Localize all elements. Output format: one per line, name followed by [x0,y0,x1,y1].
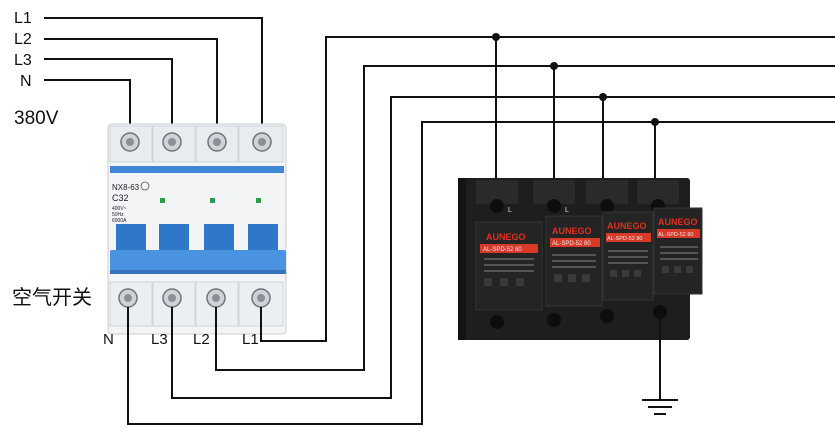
bottom-label-l1: L1 [242,331,259,348]
circuit-breaker: NX8-63 C32 400V~ 50Hz 6000A [107,123,287,335]
breaker-spec-1: 400V~ [112,206,127,212]
spd-module-1: AUNEGO AL-SPD-52 80 [475,221,543,311]
label-l2: L2 [14,31,32,48]
wire-l1-in [44,17,263,140]
label-n: N [20,73,32,90]
junction-l2 [550,62,558,70]
spd-module-4: AUNEGO AL-SPD-52 80 [653,207,703,295]
breaker-name-label: 空气开关 [12,286,92,309]
breaker-rating: C32 [112,193,129,203]
spd-terminal-mark-1: L [508,207,512,214]
junction-l3 [599,93,607,101]
wire-n-out [127,121,835,425]
label-l1: L1 [14,10,32,27]
spd-model-1: AL-SPD-52 80 [483,247,522,253]
spd-brand-2: AUNEGO [552,226,592,236]
wire-n-in [44,79,131,140]
label-l3: L3 [14,52,32,69]
breaker-tie-bar [110,250,286,274]
wire-l3-out [171,96,835,399]
wire-l2-out [215,65,835,371]
bottom-label-l3: L3 [151,331,168,348]
spd-top-terminals [476,180,679,213]
spd-module-3: AUNEGO AL-SPD-52 80 [602,211,654,301]
junction-n [651,118,659,126]
breaker-handles [116,224,278,254]
bottom-label-l2: L2 [193,331,210,348]
spd-brand-4: AUNEGO [658,217,698,227]
spd-brand-3: AUNEGO [607,221,647,231]
surge-protector: L L AUNEGO AL-SPD-52 80 AUNEGO AL-SPD-52… [458,178,703,340]
breaker-spec-3: 6000A [112,218,127,224]
spd-model-2: AL-SPD-52 80 [552,241,591,247]
ground-symbol [642,318,678,415]
wire-l3-in [44,58,173,140]
wire-l2-in [44,38,218,140]
spd-brand-1: AUNEGO [486,232,526,242]
breaker-spec-2: 50Hz [112,212,124,218]
breaker-top-screws [120,132,272,152]
spd-module-2: AUNEGO AL-SPD-52 80 [545,215,603,307]
bottom-label-n: N [103,331,114,348]
spd-model-3: AL-SPD-52 80 [607,236,642,242]
supply-wires [44,17,267,142]
spd-model-4: AL-SPD-52 80 [658,232,693,238]
output-wires [127,33,835,425]
junction-l1 [492,33,500,41]
breaker-blue-strip [110,166,284,173]
label-voltage: 380V [14,108,59,129]
spd-bottom-terminals [490,305,667,329]
spd-terminal-mark-2: L [565,207,569,214]
breaker-model: NX8-63 [112,183,140,192]
